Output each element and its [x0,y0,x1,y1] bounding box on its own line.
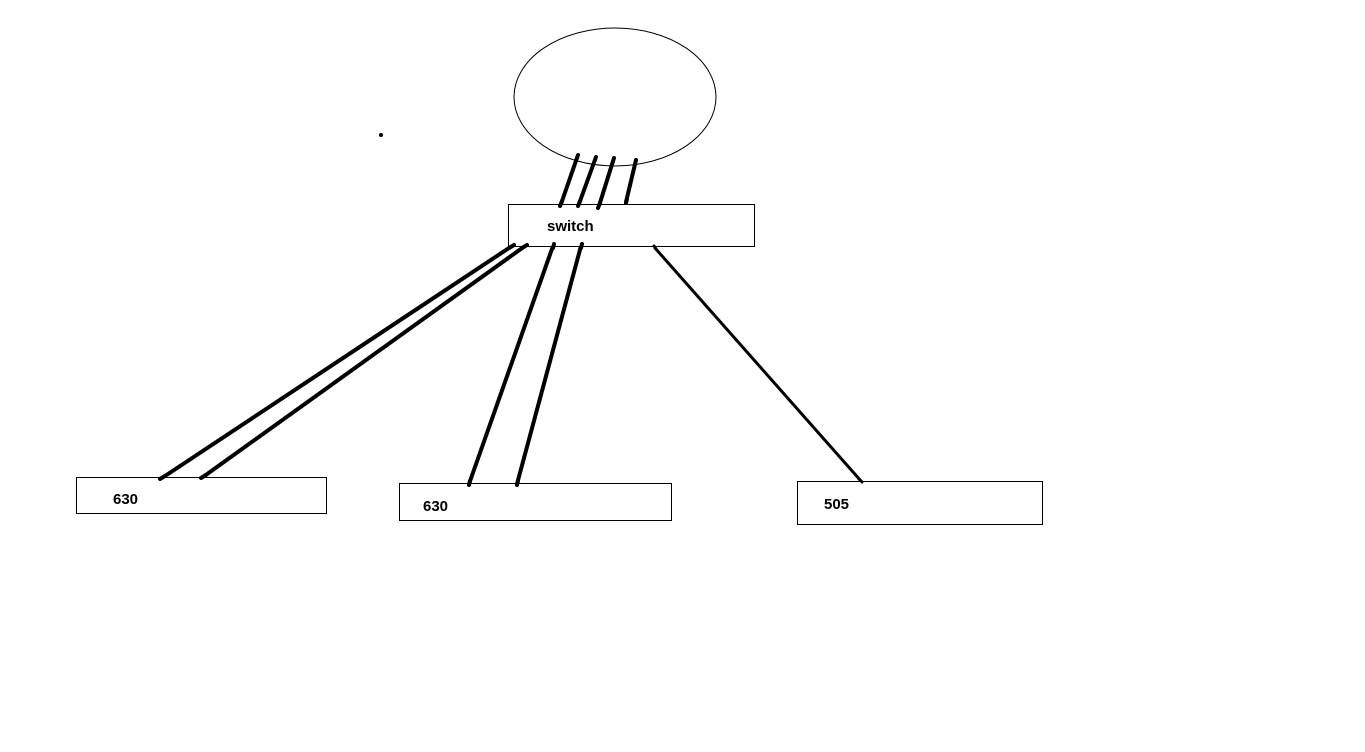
uplink-wire-3 [597,156,616,208]
device-c-label: 505 [824,496,850,513]
uplink-wire-2 [577,155,598,206]
stray-dot [379,133,383,137]
device-a-label: 630 [113,491,139,508]
uplink-wire-1 [559,153,580,206]
device-node-b: 630 [399,483,672,521]
switch-label: switch [547,218,594,235]
link-wire-c1 [653,246,863,483]
switch-node: switch [508,204,755,247]
link-wire-a2 [201,244,527,479]
link-wire-a1 [160,244,514,480]
network-cloud [513,27,717,167]
link-wire-b2 [515,244,583,486]
device-b-label: 630 [423,498,449,515]
uplink-wire-4 [624,158,638,204]
device-node-a: 630 [76,477,327,514]
device-node-c: 505 [797,481,1043,525]
link-wire-b1 [467,244,555,486]
